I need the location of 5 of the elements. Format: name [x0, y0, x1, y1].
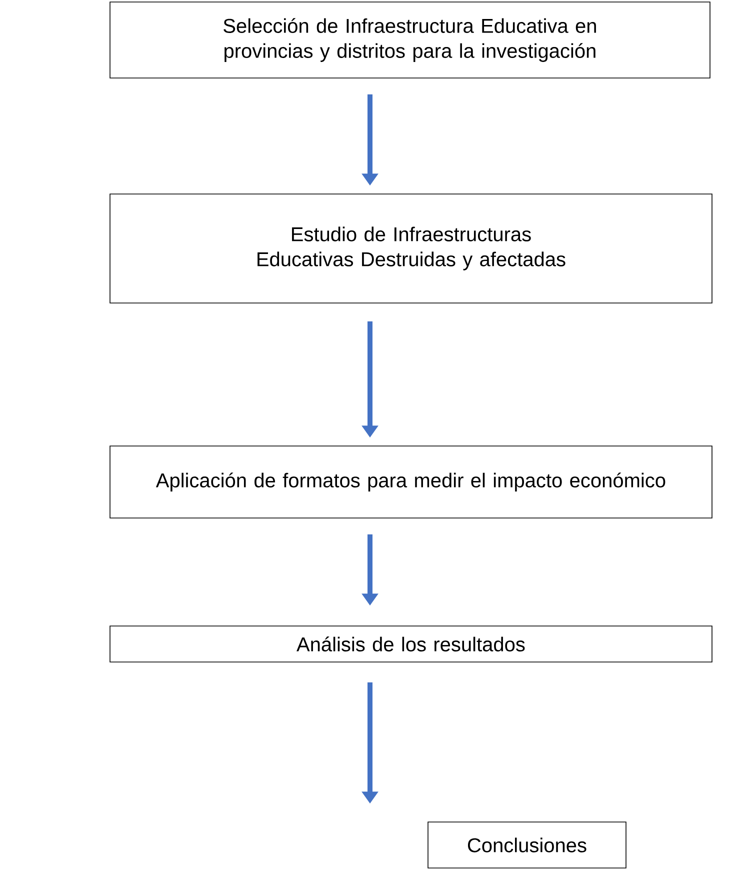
process-box: Estudio de Infraestructuras Educativas Destruidas y afectadas [110, 194, 712, 304]
process-box: Análisis de los resultados [110, 626, 712, 662]
process-box: Selección de Infraestructura Educativa en provincias y distritos para la investigación [110, 2, 710, 78]
process-box: Aplicación de formatos para medir el impacto económico [110, 446, 712, 518]
process-box: Conclusiones [428, 822, 626, 868]
